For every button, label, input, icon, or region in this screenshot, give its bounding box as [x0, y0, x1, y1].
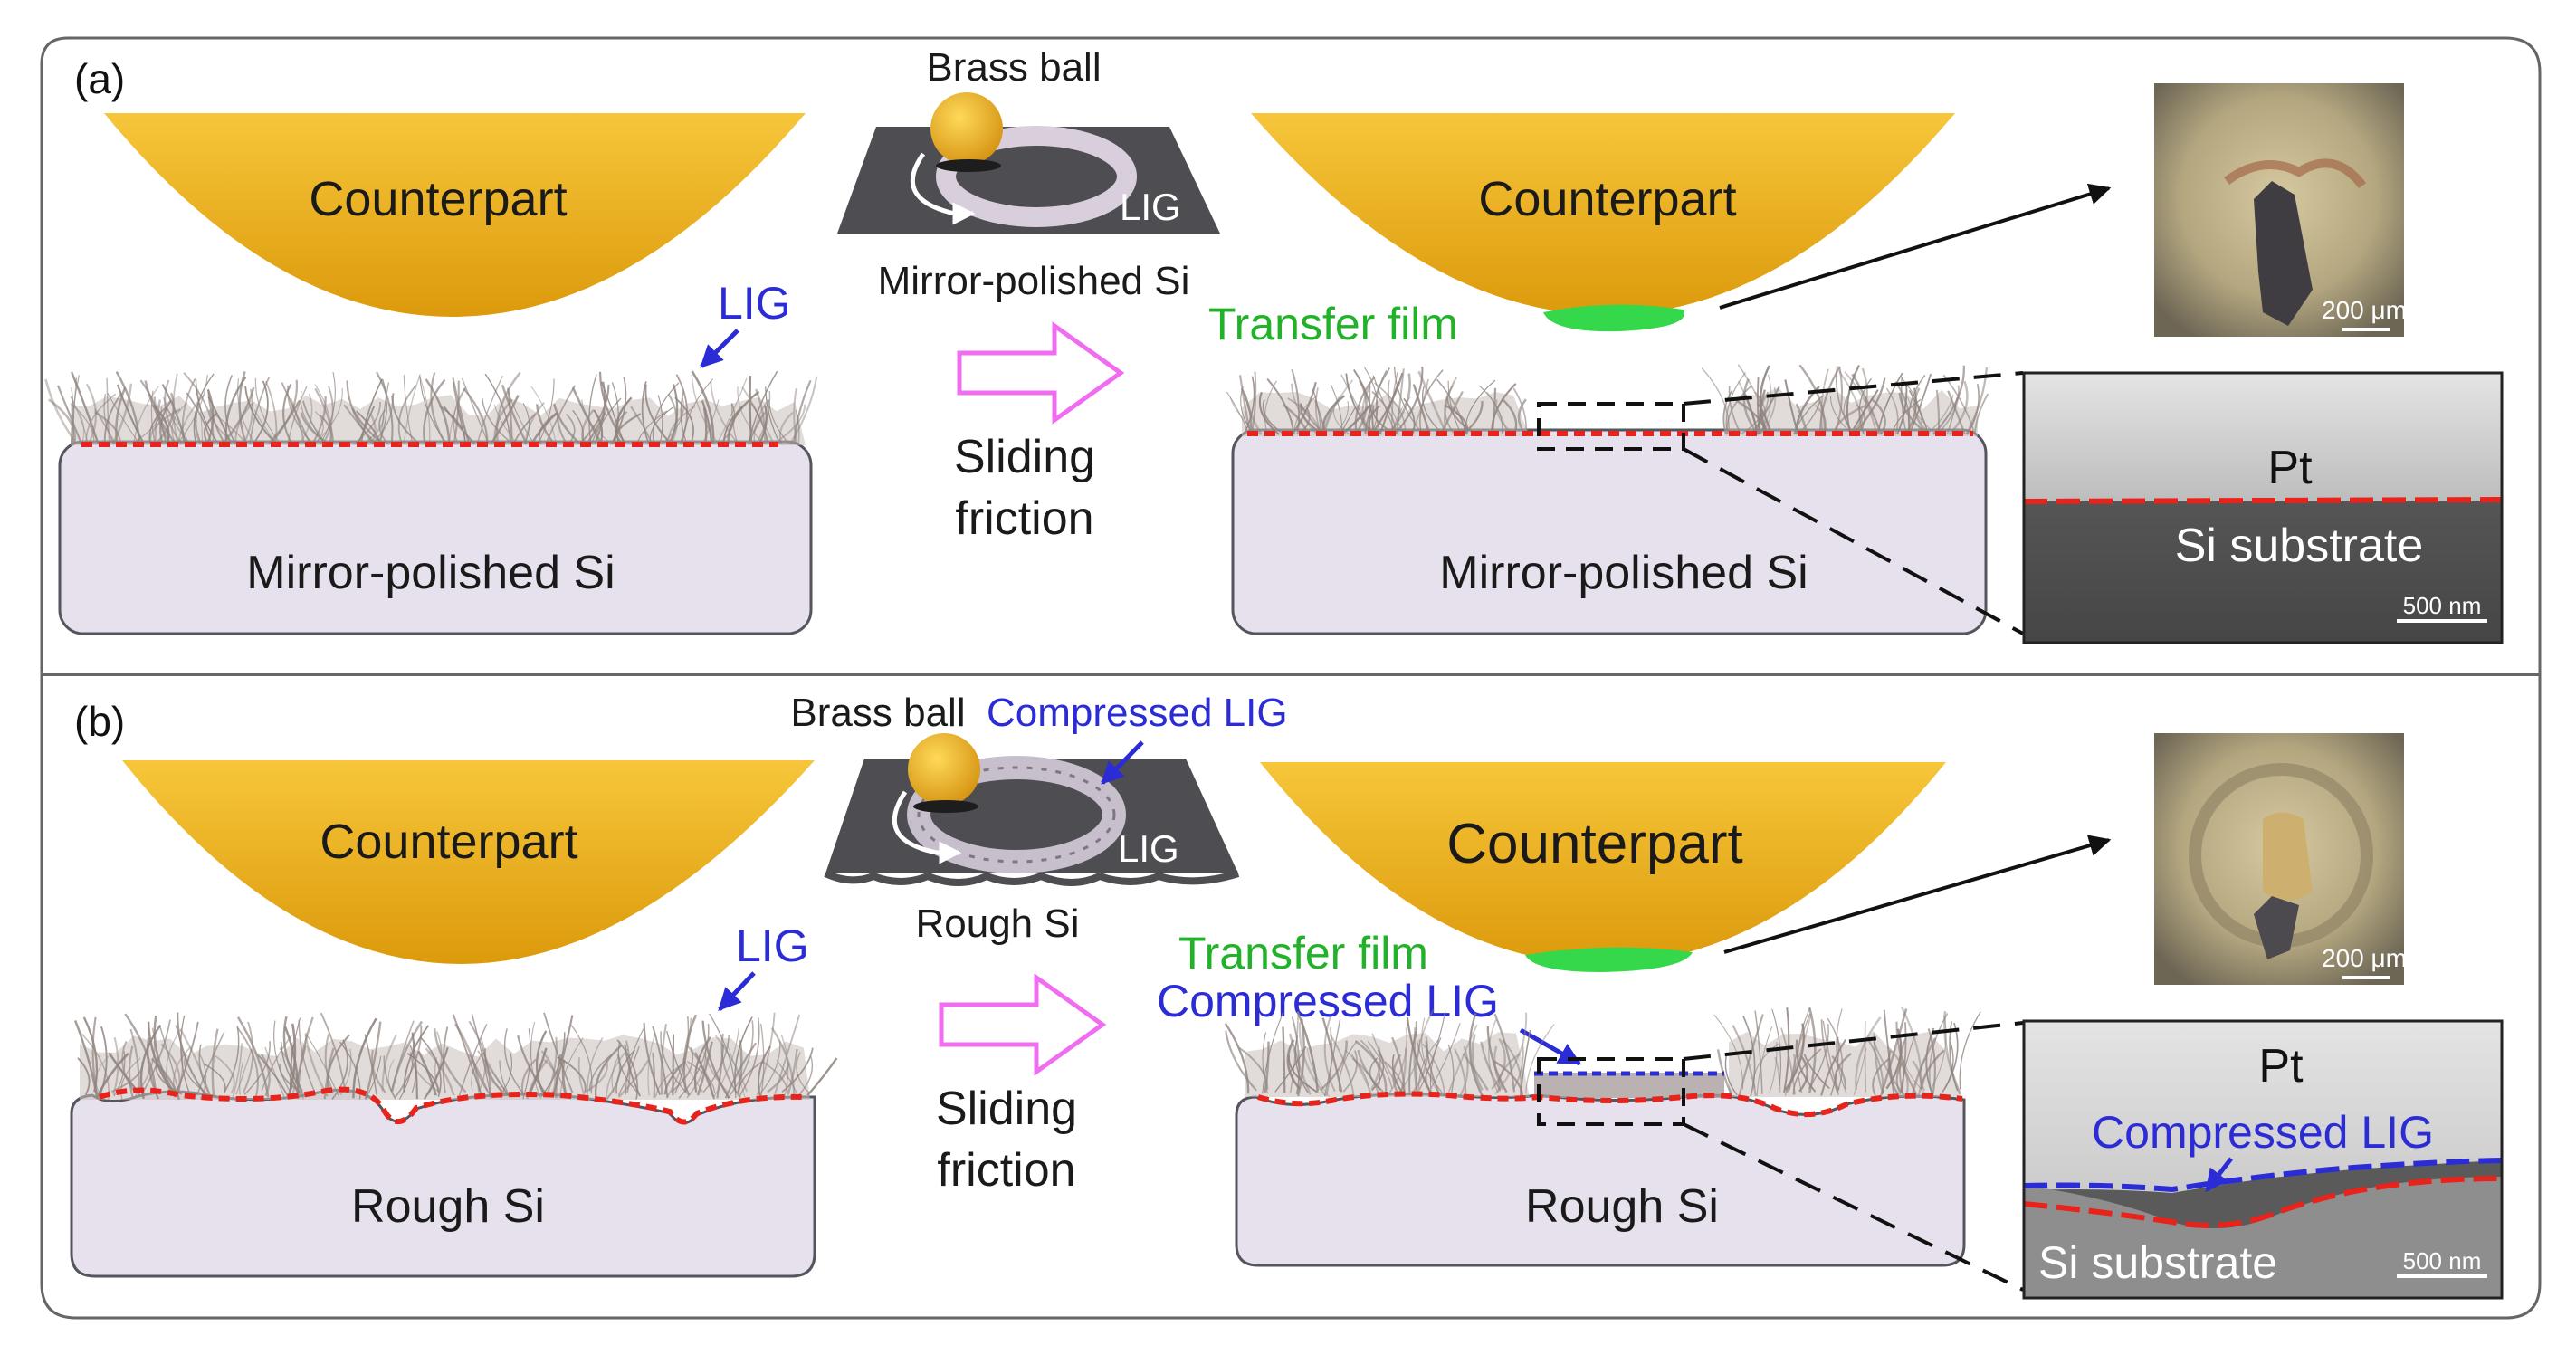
sem-scale-b: 500 nm [2403, 1247, 2482, 1274]
inset-lig-a: LIG [1120, 186, 1181, 228]
lig-layer-right-a-2 [1701, 364, 1989, 436]
micro-scale-b: 200 μm [2322, 944, 2407, 972]
sliding-arrow-b [939, 973, 1107, 1076]
sliding-arrow-a [957, 321, 1125, 425]
lig-layer-left-b [73, 1012, 838, 1101]
substrate-left-a [58, 440, 813, 635]
counterpart-right-b-label: Counterpart [1446, 813, 1742, 875]
compressed-lig-inset-arrow [1101, 740, 1144, 785]
substrate-right-b-label: Rough Si [1525, 1180, 1719, 1233]
transfer-film-b-label: Transfer film [1178, 928, 1428, 978]
sem-compressed-b: Compressed LIG [2092, 1107, 2434, 1158]
brass-ball-b-label: Brass ball [790, 691, 965, 735]
sem-cross-section-b: Pt Compressed LIG Si substrate 500 nm [2022, 1019, 2504, 1300]
sliding-text-a-2: friction [955, 492, 1093, 545]
counterpart-right-a-label: Counterpart [1478, 172, 1736, 226]
optical-micrograph-b: 200 μm [2154, 733, 2407, 985]
lig-arrow-a [700, 329, 739, 368]
lig-label-a: LIG [718, 278, 791, 329]
transfer-film-a [1543, 304, 1685, 332]
substrate-left-a-label: Mirror-polished Si [246, 547, 615, 599]
inset-track-a [936, 126, 1137, 227]
substrate-left-b-label: Rough Si [351, 1180, 545, 1233]
optical-micrograph-a: 200 μm [2154, 83, 2407, 337]
brass-ball-a [930, 92, 1003, 165]
counterpart-right-b [1260, 762, 1946, 964]
transfer-film-a-label: Transfer film [1208, 299, 1458, 349]
compressed-lig-inset-label: Compressed LIG [987, 691, 1288, 735]
counterpart-left-b-label: Counterpart [320, 815, 577, 869]
sem-top-b: Pt [2258, 1040, 2304, 1093]
sem-compressed-arrow-b [2205, 1157, 2233, 1192]
substrate-right-a-label: Mirror-polished Si [1439, 547, 1808, 599]
sem-bottom-a: Si substrate [2175, 520, 2424, 572]
lig-arrow-b [718, 971, 756, 1011]
counterpart-left-a-label: Counterpart [309, 172, 567, 226]
rotation-arrow-a [910, 152, 976, 225]
sliding-text-a-1: Sliding [954, 431, 1095, 483]
panel-b: (b) Counterpart LIG Rough Si LIG Brass b… [70, 691, 2504, 1300]
panel-frame [40, 36, 2542, 1320]
transfer-film-b [1525, 947, 1693, 972]
interface-line-right-b [1257, 1091, 1963, 1118]
sem-bottom-b: Si substrate [2038, 1237, 2277, 1288]
micro-arrow-a [1719, 183, 2112, 310]
panel-b-label: (b) [74, 698, 125, 745]
inset-substrate-a: Mirror-polished Si [878, 259, 1190, 303]
counterpart-right-a [1251, 113, 1955, 315]
zoom-box-a [1537, 402, 1685, 451]
micro-scale-a: 200 μm [2322, 296, 2407, 324]
sem-blue-line-b [2023, 1158, 2503, 1193]
lig-layer-right-b-2 [1713, 1006, 1981, 1097]
inset-tribometer-b: LIG Brass ball Compressed LIG Rough Si [790, 691, 1287, 946]
sliding-text-b-1: Sliding [936, 1083, 1077, 1135]
interface-line-left-b [99, 1086, 806, 1125]
inset-substrate-b: Rough Si [915, 902, 1079, 946]
panel-a: (a) Counterpart LIG Mirror-polished Si L… [44, 45, 2504, 644]
sliding-text-b-2: friction [937, 1144, 1075, 1197]
sem-top-a: Pt [2267, 442, 2313, 494]
counterpart-left-b [122, 760, 815, 964]
substrate-right-a [1231, 428, 1988, 635]
rotation-arrow-b [892, 790, 962, 864]
sem-red-line-b [2023, 1176, 2503, 1228]
sem-scale-a: 500 nm [2403, 592, 2482, 619]
inset-tribometer-a: LIG Brass ball Mirror-polished Si [837, 45, 1220, 303]
brass-ball-b [908, 733, 980, 806]
micro-arrow-b [1723, 835, 2112, 954]
lig-layer-right-a-1 [1226, 366, 1530, 436]
inset-lig-b: LIG [1118, 827, 1179, 870]
zoom-box-b [1537, 1057, 1685, 1126]
sem-cross-section-a: Pt Si substrate 500 nm [2022, 371, 2504, 644]
lig-label-b: LIG [736, 921, 809, 971]
counterpart-left-a [104, 113, 806, 317]
lig-layer-left-a [44, 370, 818, 445]
compressed-lig-main-label: Compressed LIG [1157, 976, 1499, 1026]
lig-layer-right-b-1 [1224, 1008, 1555, 1098]
brass-ball-a-label: Brass ball [926, 45, 1101, 90]
panel-a-label: (a) [74, 55, 125, 102]
